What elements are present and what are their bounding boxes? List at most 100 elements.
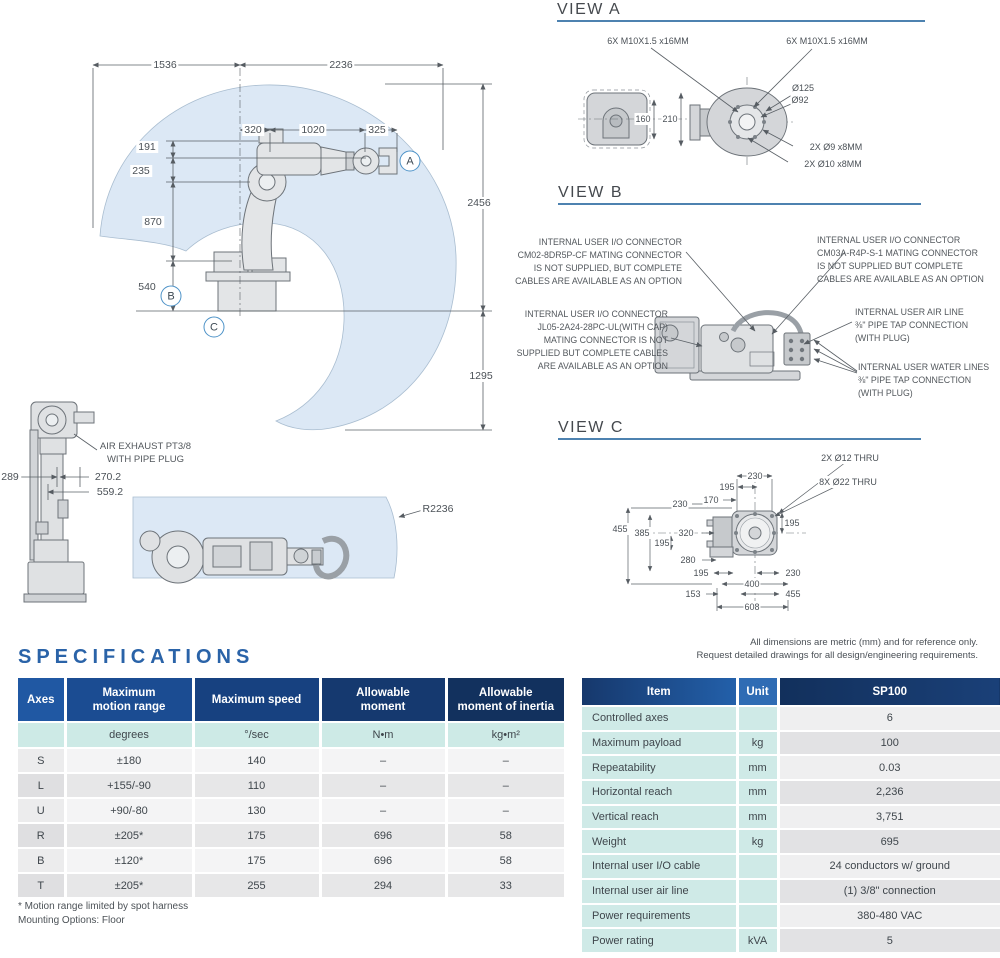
vc-608: 608	[743, 601, 761, 613]
axes-row: R ±205* 175 696 58	[18, 822, 564, 848]
unit-cell	[735, 877, 778, 904]
axes-header-row: Axes Maximum motion range Maximum speed …	[18, 678, 564, 722]
dim-2236: 2236	[327, 59, 355, 71]
item-row: Power requirements 380-480 VAC	[582, 902, 1000, 929]
dia-92: Ø92	[790, 94, 810, 106]
axes-cell: –	[318, 747, 446, 773]
item-cell: Internal user air line	[582, 877, 737, 904]
vc-153: 153	[684, 588, 702, 600]
air-exhaust-callout: AIR EXHAUST PT3/8 WITH PIPE PLUG	[99, 441, 192, 465]
axes-cell: +90/-80	[63, 797, 193, 823]
view-b-drawing	[654, 310, 811, 381]
metric-note: All dimensions are metric (mm) and for r…	[697, 636, 978, 662]
dim-191: 191	[136, 141, 158, 153]
dim-289: 289	[0, 471, 21, 483]
view-c-marker: C	[203, 316, 225, 338]
dim-559-2: 559.2	[94, 486, 126, 498]
item-cell: Power requirements	[582, 902, 737, 929]
axes-cell: R	[18, 822, 65, 848]
holes-2x-d10: 2X Ø10 x8MM	[803, 158, 863, 170]
axes-cell: –	[444, 747, 564, 773]
axes-cell: 175	[191, 847, 320, 873]
axes-row: T ±205* 255 294 33	[18, 872, 564, 897]
unit-cell	[735, 853, 778, 879]
axes-row: B ±120* 175 696 58	[18, 847, 564, 873]
max-speed-header: Maximum speed	[191, 678, 320, 722]
units-cell: kg•m²	[444, 721, 564, 748]
axes-cell: –	[318, 797, 446, 823]
unit-cell: mm	[735, 803, 778, 830]
value-cell: (1) 3/8" connection	[776, 877, 1000, 904]
view-c-rule	[558, 438, 921, 440]
units-cell: N•m	[318, 721, 446, 748]
dim-320: 320	[242, 124, 264, 136]
axes-cell: 255	[191, 872, 320, 897]
robot-front-view	[205, 128, 398, 312]
vc-195-right: 195	[783, 517, 801, 529]
axes-cell: 294	[318, 872, 446, 897]
axes-cell: ±120*	[63, 847, 193, 873]
view-b-leaders	[670, 251, 858, 374]
units-row: degrees °/sec N•m kg•m²	[18, 721, 564, 748]
dim-r2236: R2236	[420, 503, 456, 515]
view-a-dimensions	[650, 47, 813, 163]
view-a-marker: A	[399, 150, 421, 172]
axes-row: U +90/-80 130 – –	[18, 797, 564, 823]
item-cell: Maximum payload	[582, 729, 737, 756]
axes-cell: T	[18, 872, 65, 897]
view-a-rule	[557, 20, 925, 22]
front-view-dimensions	[92, 62, 492, 431]
axes-row: L +155/-90 110 – –	[18, 772, 564, 798]
axes-cell: 696	[318, 822, 446, 848]
dim-1295: 1295	[467, 370, 495, 382]
callout-io-cm03: INTERNAL USER I/O CONNECTOR CM03A-R4P-S-…	[817, 235, 984, 284]
value-cell: 6	[776, 705, 1000, 731]
value-cell: 380-480 VAC	[776, 902, 1000, 929]
vc-385: 385	[633, 527, 651, 539]
callout-io-cm02: INTERNAL USER I/O CONNECTOR CM02-8DR5P-C…	[515, 237, 682, 286]
axes-cell: –	[444, 797, 564, 823]
axes-cell: ±180	[63, 747, 193, 773]
axes-cell: 140	[191, 747, 320, 773]
unit-col-header: Unit	[735, 678, 778, 706]
callout-water-lines: INTERNAL USER WATER LINES ⅜" PIPE TAP CO…	[858, 362, 990, 398]
vc-230-left: 230	[671, 498, 689, 510]
item-row: Controlled axes 6	[582, 705, 1000, 731]
axes-cell: –	[444, 772, 564, 798]
metric-note-line1: All dimensions are metric (mm) and for r…	[750, 637, 978, 648]
axes-cell: S	[18, 747, 65, 773]
specifications-heading: SPECIFICATIONS	[18, 646, 255, 668]
units-cell: °/sec	[191, 721, 320, 748]
item-col-header: Item	[582, 678, 737, 706]
dim-540: 540	[136, 281, 158, 293]
vc-320: 320	[677, 527, 695, 539]
unit-cell	[735, 705, 778, 731]
axes-cell: +155/-90	[63, 772, 193, 798]
item-cell: Horizontal reach	[582, 779, 737, 805]
item-row: Power rating kVA 5	[582, 927, 1000, 952]
dim-210: 210	[661, 113, 679, 125]
item-cell: Power rating	[582, 927, 737, 952]
item-cell: Controlled axes	[582, 705, 737, 731]
dim-270-2: 270.2	[92, 471, 124, 483]
unit-cell: kg	[735, 729, 778, 756]
dim-235: 235	[130, 165, 152, 177]
dim-325: 325	[366, 124, 388, 136]
footnote-mounting: Mounting Options: Floor	[18, 915, 125, 926]
vc-195-top: 195	[718, 481, 736, 493]
view-b-marker: B	[160, 285, 182, 307]
item-cell: Repeatability	[582, 754, 737, 781]
axes-cell: 33	[444, 872, 564, 897]
unit-cell: kg	[735, 828, 778, 855]
units-cell: degrees	[63, 721, 193, 748]
item-header-row: Item Unit SP100	[582, 678, 1000, 706]
view-b-rule	[558, 203, 921, 205]
item-row: Internal user air line (1) 3/8" connecti…	[582, 877, 1000, 904]
axes-cell: 130	[191, 797, 320, 823]
unit-cell: kVA	[735, 927, 778, 952]
unit-cell: mm	[735, 779, 778, 805]
thru-8x-d22: 8X Ø22 THRU	[818, 476, 878, 488]
value-cell: 2,236	[776, 779, 1000, 805]
footnote-motion-range: * Motion range limited by spot harness	[18, 901, 189, 912]
axes-cell: 110	[191, 772, 320, 798]
